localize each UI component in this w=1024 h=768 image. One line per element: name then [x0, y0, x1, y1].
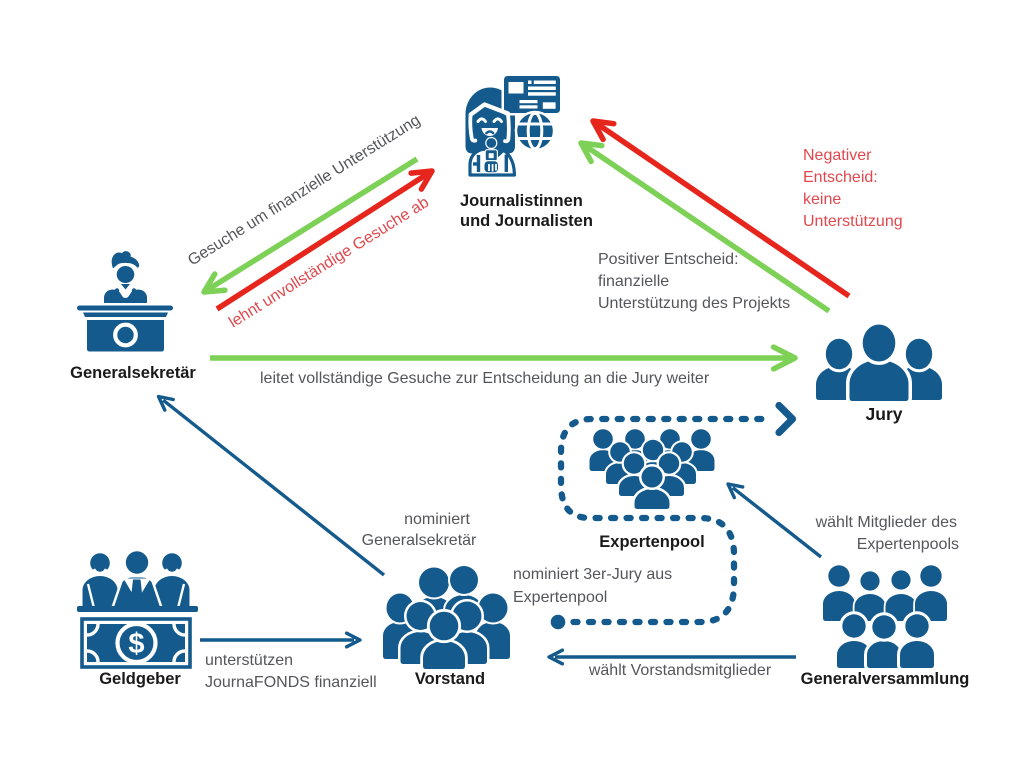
svg-text:unterstützen: unterstützen [205, 652, 293, 669]
svg-text:Positiver Entscheid:: Positiver Entscheid: [598, 251, 739, 268]
svg-text:und Journalisten: und Journalisten [460, 212, 593, 230]
svg-text:Unterstützung: Unterstützung [803, 213, 903, 230]
svg-text:Expertenpools: Expertenpools [857, 536, 959, 553]
svg-text:Journalistinnen: Journalistinnen [460, 192, 583, 210]
svg-text:Generalversammlung: Generalversammlung [801, 670, 970, 688]
svg-text:Generalsekretär: Generalsekretär [70, 364, 196, 382]
svg-text:Geldgeber: Geldgeber [99, 670, 181, 688]
svg-text:Generalsekretär: Generalsekretär [362, 532, 477, 549]
svg-text:Entscheid:: Entscheid: [803, 169, 878, 186]
svg-text:Jury: Jury [866, 404, 903, 424]
svg-text:Vorstand: Vorstand [415, 670, 485, 688]
svg-text:$: $ [128, 628, 144, 660]
svg-text:leitet vollständige Gesuche zu: leitet vollständige Gesuche zur Entschei… [260, 370, 710, 387]
svg-text:keine: keine [803, 191, 841, 208]
svg-text:Unterstützung des Projekts: Unterstützung des Projekts [598, 295, 790, 312]
svg-text:JournaFONDS finanziell: JournaFONDS finanziell [205, 674, 377, 691]
svg-text:wählt Mitglieder des: wählt Mitglieder des [815, 514, 957, 531]
svg-text:Expertenpool: Expertenpool [513, 589, 607, 606]
svg-text:Negativer: Negativer [803, 147, 872, 164]
svg-text:nominiert 3er-Jury aus: nominiert 3er-Jury aus [513, 566, 672, 583]
svg-text:nominiert: nominiert [404, 511, 470, 528]
svg-text:wählt Vorstandsmitglieder: wählt Vorstandsmitglieder [588, 662, 772, 679]
svg-text:finanzielle: finanzielle [598, 273, 669, 290]
svg-text:Expertenpool: Expertenpool [599, 533, 704, 551]
